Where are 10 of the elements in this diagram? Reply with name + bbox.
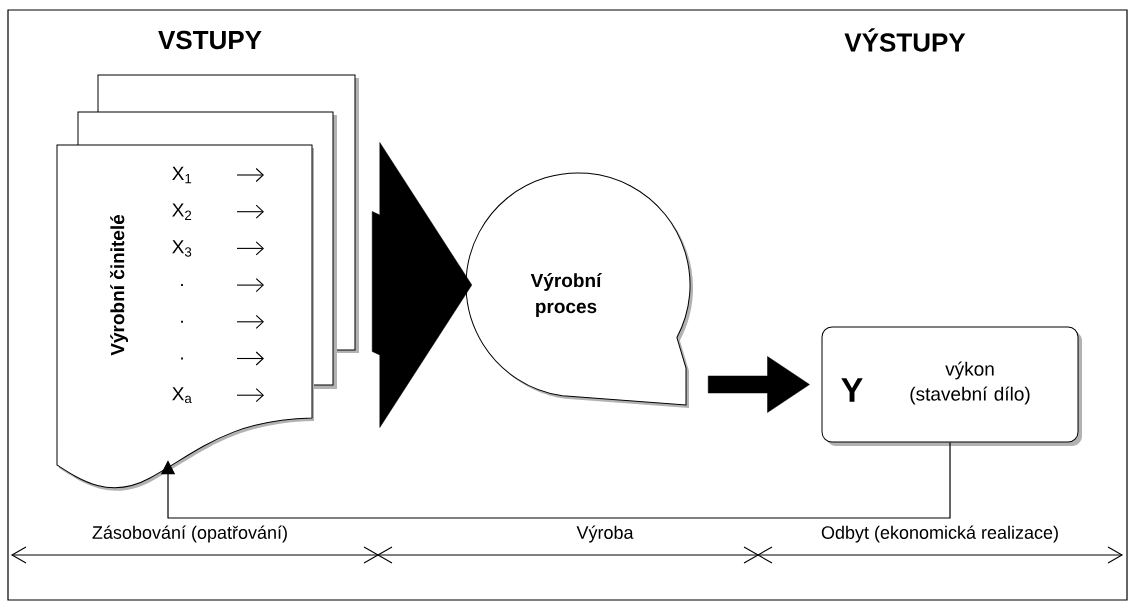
arrow [160, 441, 951, 519]
phase-label: Zásobování (opatřování) [92, 525, 287, 543]
phase-label: Výroba [576, 525, 634, 543]
phase-label: Odbyt (ekonomická realizace) [821, 525, 1058, 543]
heading: VSTUPY [158, 30, 262, 50]
speech-bubble: Výrobní proces [465, 172, 693, 408]
rounded-box: Y výkon (stavební dílo) [821, 326, 1082, 446]
block-arrow [371, 142, 473, 428]
heading: VÝSTUPY [844, 28, 966, 52]
block-arrow [707, 356, 810, 413]
